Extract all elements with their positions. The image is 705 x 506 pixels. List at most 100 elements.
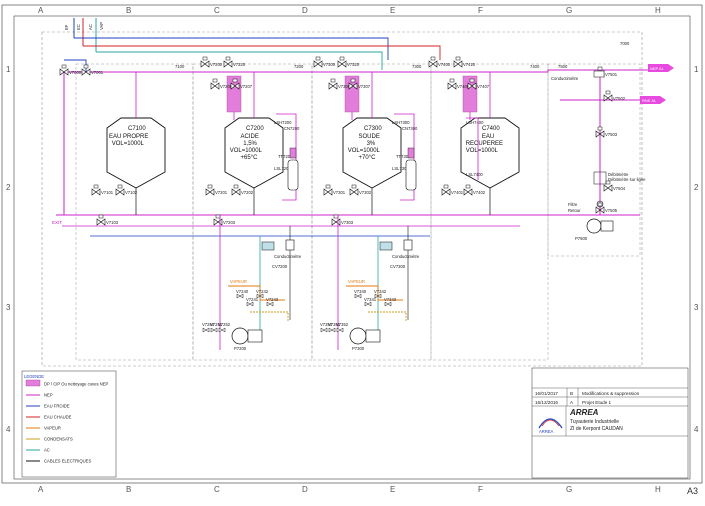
utility-tag-1: EC (76, 24, 81, 30)
valve-icon (223, 60, 233, 68)
zone-7000-frame (41, 31, 643, 367)
valve-tag: V7240 (236, 289, 249, 294)
valve-tag: V7303 (341, 220, 354, 225)
valve-icon (603, 184, 613, 192)
tank-text-line: +65°C (241, 155, 259, 161)
steam-line (346, 285, 403, 301)
valve-V7306: V7306 (328, 78, 351, 90)
zone-7300-label: 7300 (412, 64, 422, 69)
valve-icon (354, 293, 362, 299)
nep-in-label: RNE AL (642, 98, 657, 103)
drain-valve-V7351: V7351 (328, 322, 341, 333)
grid-col-top-E: E (390, 6, 395, 15)
utility-tag-0: EF (64, 24, 69, 30)
steam-line (228, 285, 285, 301)
steam-valve-V7242: V7242 (256, 289, 269, 299)
valve-actuator-icon (215, 214, 221, 219)
tank-tag: C7100 (128, 126, 146, 132)
lsh-tag: LSH7300 (392, 120, 410, 125)
valve-tag: V7505 (605, 208, 618, 213)
legend-label: AC (44, 448, 50, 453)
legend-item: EAU CHAUDE (26, 415, 72, 420)
rev-a-date: 16/12/2016 (535, 400, 558, 405)
heater-icon (407, 147, 415, 159)
grid-col-top-A: A (38, 6, 44, 15)
valve-tag: V7504 (613, 186, 626, 191)
zone-7500-equipment: Débitmètre Débitmètre sur ligne Filtre R… (551, 70, 646, 213)
filter-vessel-icon (287, 159, 299, 191)
valve-actuator-icon (597, 126, 603, 131)
nep-return-header (64, 69, 660, 73)
valve-tag: V7242 (256, 289, 269, 294)
zone-7000-label: 7000 (620, 41, 630, 46)
valve-tag: V7202 (241, 190, 254, 195)
valve-actuator-icon (597, 202, 603, 207)
process-unit-7300: VAPEURP7300ConductimètreCV7300LSH7300LSL… (320, 113, 420, 351)
exit-label: EXIT (52, 220, 62, 225)
zone-7200-label: 7200 (294, 64, 304, 69)
flowmeter-label-2: Débitmètre sur ligne (608, 177, 646, 182)
grid-col-top-G: G (566, 6, 572, 15)
valve-tag: V7102 (125, 190, 138, 195)
zone-7100-frame (75, 63, 194, 361)
tank-tag: C7200 (246, 126, 264, 132)
valve-icon (210, 82, 220, 90)
valve-icon (349, 188, 359, 196)
pump-icon (231, 327, 249, 345)
steam-valve-V7243: V7243 (266, 297, 279, 307)
company-line-1: Tuyauterie Industrielle (570, 419, 619, 425)
valve-tag: V7201 (215, 190, 228, 195)
valve-icon (59, 68, 69, 76)
valve-icon (200, 60, 210, 68)
tank-text-line: SOUDE (359, 134, 380, 140)
valve-V7406: V7406 (447, 78, 470, 90)
tank-text-line: VOL=1000L (348, 148, 381, 154)
legend-label: EAU FROIDE (44, 404, 70, 409)
instrument-loop (466, 117, 479, 180)
logo-text: ARREA (539, 429, 554, 434)
pump-tag: P7200 (234, 346, 247, 351)
valve-V7201: V7201 (205, 184, 228, 196)
valve-tag: V7340 (354, 289, 367, 294)
tank-text-line: EAU PROPRE (109, 134, 148, 140)
tank-text-line: +70°C (359, 155, 377, 161)
valve-tag: V7400 (438, 62, 451, 67)
drain-valve-V7352: V7352 (336, 322, 349, 333)
grid-col-bottom-E: E (390, 485, 395, 494)
valve-tag: V7000 (69, 70, 82, 75)
tank-text-line: VOL=1000L (466, 148, 499, 154)
legend-label: CONDENSATS (44, 437, 73, 442)
valve-V7101: V7101 (91, 184, 114, 196)
heater-icon (289, 147, 297, 159)
filter-label: Filtre (568, 202, 578, 207)
valve-icon (231, 188, 241, 196)
conductimeter-icon (403, 239, 413, 251)
steam-valve-V7342: V7342 (374, 289, 387, 299)
valve-icon (328, 327, 336, 333)
lsl-tag: LSL7200 (274, 166, 291, 171)
valve-icon (348, 82, 358, 90)
valve-icon (115, 188, 125, 196)
grid-row-left-2: 2 (6, 183, 11, 192)
zone-7100-label: 7100 (175, 64, 185, 69)
grid-col-bottom-C: C (214, 485, 220, 494)
grid-col-bottom-F: F (478, 485, 483, 494)
grid-row-right-2: 2 (694, 183, 699, 192)
grid-row-left-1: 1 (6, 65, 11, 74)
zone-7500-frame (547, 63, 641, 257)
valve-icon (246, 301, 254, 307)
grid-col-bottom-A: A (38, 485, 44, 494)
valve-V7203: V7203 (213, 214, 236, 226)
rev-a-index: A (570, 400, 574, 405)
valve-actuator-icon (350, 78, 356, 83)
rev-b-date: 16/01/2017 (535, 391, 558, 396)
valve-actuator-icon (93, 184, 99, 189)
valve-tag: V7302 (359, 190, 372, 195)
pump-motor-icon (247, 329, 263, 343)
